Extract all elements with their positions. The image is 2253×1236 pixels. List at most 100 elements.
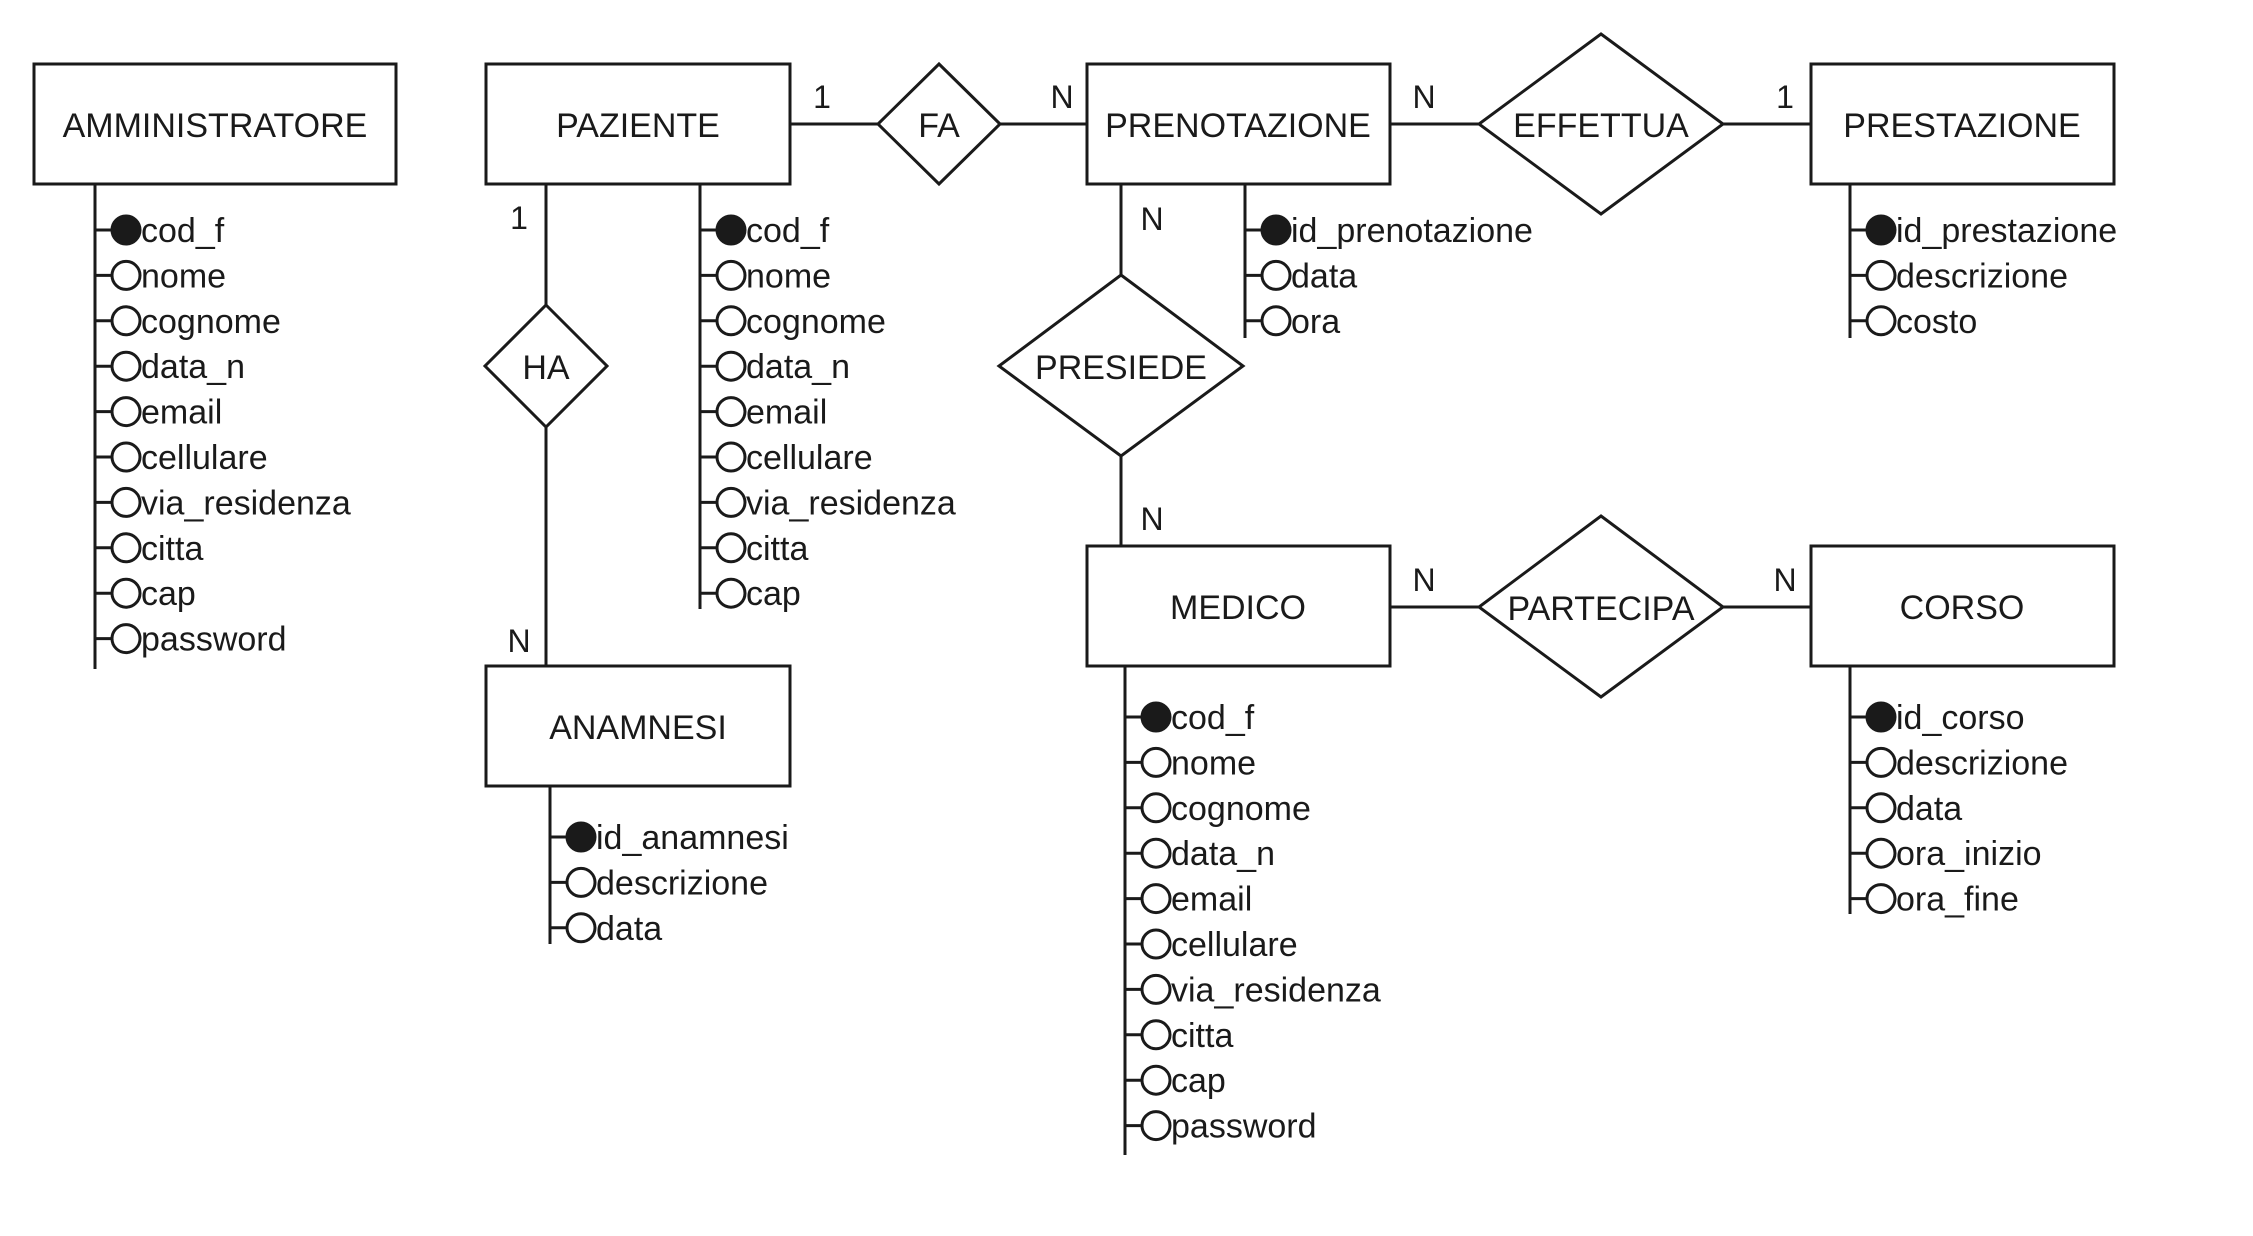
attribute-marker	[1140, 1064, 1172, 1096]
attribute-marker	[1865, 259, 1897, 291]
entity-box-amministratore	[32, 62, 398, 186]
cardinality-paziente-fa: 1	[813, 79, 831, 115]
relationship-label-partecipa: PARTECIPA	[1507, 590, 1694, 628]
attribute-label: citta	[1171, 1017, 1233, 1055]
attribute-label: id_anamnesi	[596, 819, 789, 857]
attribute-marker	[715, 350, 747, 382]
attribute-marker	[110, 441, 142, 473]
attribute-label: nome	[746, 257, 831, 295]
attribute-label: id_corso	[1896, 699, 2025, 737]
attribute-label: password	[141, 621, 287, 659]
attribute-list-paziente: cod_fnomecognomedata_nemailcellularevia_…	[698, 184, 956, 613]
entity-label-amministratore: AMMINISTRATORE	[63, 107, 368, 145]
cardinality-fa-prenotazione: N	[1050, 79, 1073, 115]
attribute-list-corso: id_corso descrizione data ora_inizio ora_fin…	[1848, 666, 2068, 919]
key-attribute-marker	[1260, 214, 1292, 246]
attribute-label: nome	[1171, 744, 1256, 782]
key-attribute-marker	[1140, 701, 1172, 733]
attribute-label: descrizione	[1896, 257, 2068, 295]
attribute-label: data_n	[746, 348, 850, 386]
cardinality-paziente-ha: 1	[510, 200, 528, 236]
attribute-label: data_n	[1171, 835, 1275, 873]
attribute-label: via_residenza	[1171, 971, 1381, 1009]
attribute-marker	[1140, 837, 1172, 869]
attribute-label: cap	[141, 575, 196, 613]
key-attribute-marker	[1865, 214, 1897, 246]
attribute-marker	[1865, 792, 1897, 824]
attribute-marker	[1140, 928, 1172, 960]
cardinality-prenotazione-presiede: N	[1140, 201, 1163, 237]
relationship-diamond-ha	[482, 302, 610, 430]
attribute-label: descrizione	[1896, 744, 2068, 782]
cardinality-medico-partecipa: N	[1412, 562, 1435, 598]
attribute-label: via_residenza	[746, 484, 956, 522]
attribute-marker	[1140, 746, 1172, 778]
attribute-marker	[715, 441, 747, 473]
attribute-marker	[1865, 837, 1897, 869]
attribute-label: cognome	[1171, 790, 1311, 828]
attribute-label: email	[746, 394, 827, 432]
attribute-label: ora_inizio	[1896, 835, 2042, 873]
cardinality-prenotazione-effettua: N	[1412, 79, 1435, 115]
attribute-label: data_n	[141, 348, 245, 386]
relationship-diamond-partecipa	[1476, 514, 1726, 699]
attribute-label: data	[596, 910, 662, 948]
attribute-label: citta	[141, 530, 203, 568]
attribute-marker	[1865, 883, 1897, 915]
attribute-marker	[1260, 305, 1292, 337]
key-attribute-marker	[715, 214, 747, 246]
attribute-label: via_residenza	[141, 484, 351, 522]
attribute-label: cap	[746, 575, 801, 613]
attribute-label: cognome	[141, 303, 281, 341]
attribute-marker	[565, 866, 597, 898]
entity-box-medico	[1085, 544, 1392, 668]
entity-label-medico: MEDICO	[1170, 589, 1306, 627]
attribute-marker	[715, 532, 747, 564]
attribute-label: cod_f	[1171, 699, 1255, 737]
attribute-label: cap	[1171, 1062, 1226, 1100]
attribute-label: id_prestazione	[1896, 212, 2117, 250]
attribute-label: cellulare	[141, 439, 268, 477]
attribute-label: cellulare	[1171, 926, 1298, 964]
key-attribute-marker	[110, 214, 142, 246]
cardinality-ha-anamnesi: N	[507, 623, 530, 659]
attribute-label: ora_fine	[1896, 881, 2019, 919]
attribute-label: descrizione	[596, 864, 768, 902]
attribute-marker	[110, 350, 142, 382]
attribute-marker	[1865, 305, 1897, 337]
entity-label-prenotazione: PRENOTAZIONE	[1105, 107, 1371, 145]
connector-lines	[544, 122, 1811, 666]
entity-box-paziente	[484, 62, 792, 186]
entity-label-corso: CORSO	[1900, 589, 2025, 627]
attribute-marker	[1140, 883, 1172, 915]
attribute-marker	[1140, 792, 1172, 824]
relationship-label-presiede: PRESIEDE	[1035, 349, 1207, 387]
entity-label-anamnesi: ANAMNESI	[549, 709, 727, 747]
attribute-label: cellulare	[746, 439, 873, 477]
attribute-label: data	[1896, 790, 1962, 828]
attribute-label: costo	[1896, 303, 1977, 341]
attribute-label: data	[1291, 257, 1357, 295]
cardinality-effettua-prestazione: 1	[1776, 79, 1794, 115]
entity-box-anamnesi	[484, 664, 792, 788]
attribute-marker	[1865, 746, 1897, 778]
cardinality-partecipa-corso: N	[1773, 562, 1796, 598]
key-attribute-marker	[565, 821, 597, 853]
attribute-marker	[110, 486, 142, 518]
attribute-label: email	[141, 394, 222, 432]
attribute-label: cognome	[746, 303, 886, 341]
attribute-marker	[1140, 1019, 1172, 1051]
attribute-label: nome	[141, 257, 226, 295]
attribute-marker	[1260, 259, 1292, 291]
attribute-label: cod_f	[141, 212, 225, 250]
entity-label-paziente: PAZIENTE	[556, 107, 720, 145]
attribute-marker	[110, 532, 142, 564]
attribute-label: email	[1171, 881, 1252, 919]
attribute-list-anamnesi: id_anamnesi descrizione data	[548, 786, 789, 948]
attribute-label: id_prenotazione	[1291, 212, 1533, 250]
relationship-diamond-presiede	[996, 273, 1246, 458]
attribute-marker	[715, 396, 747, 428]
attribute-label: citta	[746, 530, 808, 568]
